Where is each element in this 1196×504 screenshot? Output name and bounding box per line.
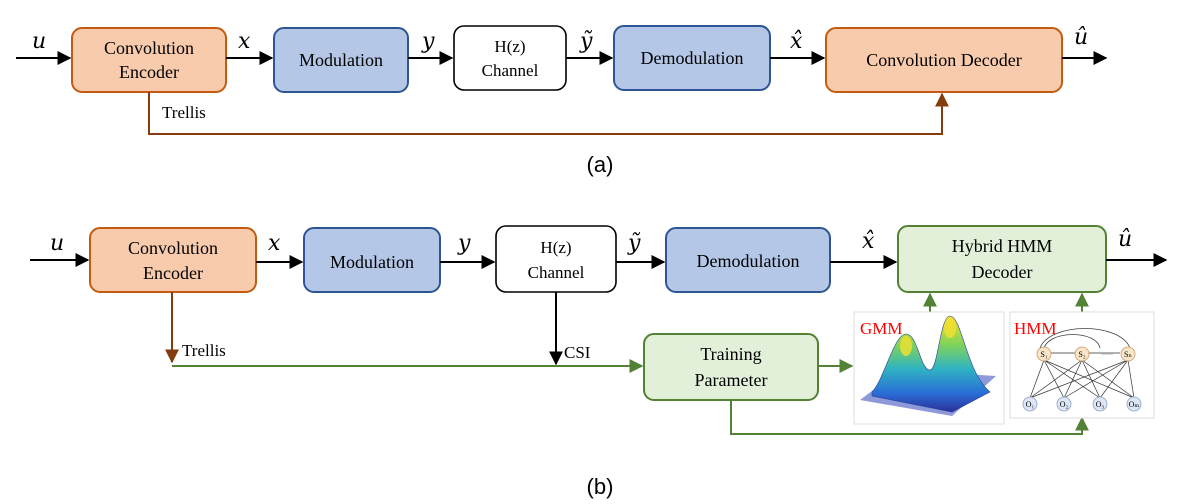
b-csi-label: CSI — [564, 343, 591, 362]
panel-a: u Convolution Encoder x Modulation y H(z… — [16, 25, 1108, 177]
b-training-line1: Training — [700, 344, 761, 364]
hmm-state-1 — [1036, 346, 1052, 362]
label-b-y: y — [457, 231, 471, 256]
a-channel-box — [453, 25, 567, 91]
a-encoder-line1: Convolution — [104, 38, 194, 58]
a-trellis-line — [148, 92, 949, 135]
hmm-state-label-n: Sₙ — [1124, 350, 1132, 359]
hmm-arc-1 — [1043, 334, 1101, 349]
a-trellis-label: Trellis — [162, 103, 206, 122]
b-modulation-label: Modulation — [330, 252, 414, 272]
a-channel-line1: H(z) — [494, 37, 525, 56]
b-encoder-line2: Encoder — [143, 263, 203, 283]
hmm-state-label-2: S₂ — [1078, 350, 1085, 359]
label-a-x: x — [238, 29, 251, 54]
b-channel-line1: H(z) — [540, 238, 571, 257]
gmm-peak-2 — [944, 318, 956, 338]
b-channel-line2: Channel — [528, 263, 585, 282]
hmm-state-n — [1120, 346, 1136, 362]
b-demodulation-label: Demodulation — [697, 251, 800, 271]
caption-b: (b) — [587, 474, 614, 499]
label-b-uhat: û — [1118, 227, 1132, 252]
hmm-dots: ······ — [1101, 352, 1113, 358]
b-decoder-line2: Decoder — [972, 262, 1033, 282]
b-trellis-label: Trellis — [182, 341, 226, 360]
hmm-state-label-1: S₁ — [1040, 350, 1047, 359]
hmm-label: HMM — [1014, 319, 1057, 338]
panel-b: u Convolution Encoder x Modulation y H(z… — [30, 225, 1168, 499]
label-b-x: x — [268, 231, 281, 256]
label-b-u: u — [50, 231, 64, 256]
gmm-inset: GMM — [853, 311, 1005, 425]
gmm-label: GMM — [860, 319, 903, 338]
hmm-inset: HMM — [1009, 311, 1155, 419]
hmm-obs-1 — [1022, 396, 1038, 412]
hmm-edges — [1029, 352, 1135, 399]
b-training-to-hmm — [730, 400, 1089, 435]
gmm-peak-1 — [900, 336, 912, 356]
b-channel-box — [495, 225, 617, 293]
hmm-obs-3 — [1092, 396, 1108, 412]
a-decoder-label: Convolution Decoder — [866, 50, 1021, 70]
hmm-obs-m — [1126, 396, 1142, 412]
hmm-obs-2 — [1056, 396, 1072, 412]
hmm-obs-label-m: Oₘ — [1129, 400, 1140, 409]
label-b-ytilde: ỹ — [627, 231, 641, 256]
hmm-state-2 — [1074, 346, 1090, 362]
b-modulation-box — [303, 227, 441, 293]
b-demodulation-box — [665, 227, 831, 293]
label-a-ytilde: ỹ — [579, 29, 593, 54]
a-modulation-label: Modulation — [299, 50, 383, 70]
a-encoder-line2: Encoder — [119, 62, 179, 82]
label-a-y: y — [421, 29, 435, 54]
label-a-xhat: x̂ — [790, 29, 803, 54]
a-demodulation-label: Demodulation — [641, 48, 744, 68]
a-modulation-box — [273, 27, 409, 93]
hmm-obs-label-2: O₂ — [1060, 400, 1069, 409]
hmm-obs-label-3: O₃ — [1096, 400, 1105, 409]
b-encoder-line1: Convolution — [128, 238, 218, 258]
label-a-uhat: û — [1074, 25, 1088, 50]
label-a-u: u — [32, 29, 46, 54]
a-decoder-box — [825, 27, 1063, 93]
hmm-obs-label-1: O₁ — [1026, 400, 1035, 409]
label-b-xhat: x̂ — [862, 229, 875, 254]
a-channel-line2: Channel — [482, 61, 539, 80]
b-decoder-line1: Hybrid HMM — [952, 236, 1053, 256]
caption-a: (a) — [587, 152, 614, 177]
b-training-line2: Parameter — [695, 370, 768, 390]
hmm-arc-2 — [1039, 328, 1131, 349]
